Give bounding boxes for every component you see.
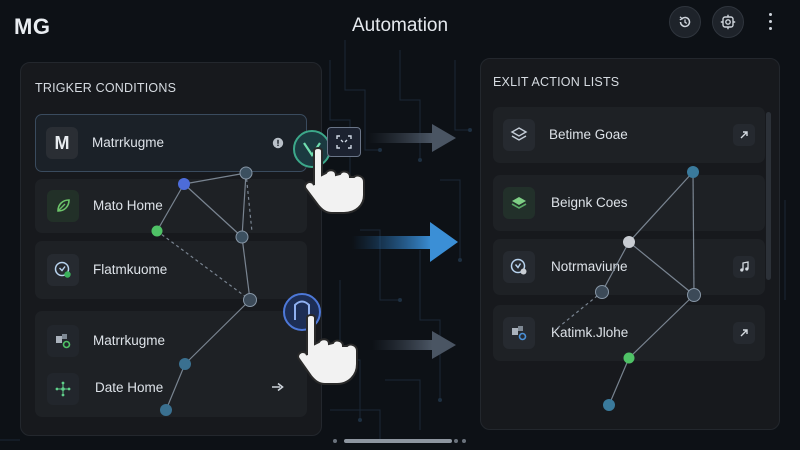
action-item-beignk-coes[interactable]: Beignk Coes xyxy=(493,175,765,231)
device-link-icon xyxy=(47,325,79,357)
m-letter-icon: M xyxy=(46,127,78,159)
hand-cursor-icon xyxy=(297,314,358,385)
trigger-item-label: Flatmkuome xyxy=(93,262,168,277)
hand-cursor-icon xyxy=(304,147,365,214)
trigger-item-flatmkuome[interactable]: Flatmkuome xyxy=(35,241,307,299)
top-bar: MG Automation xyxy=(0,0,800,52)
network-icon xyxy=(47,373,79,405)
action-item-label: Notrmaviune xyxy=(551,259,628,274)
gauge-icon xyxy=(47,254,79,286)
gauge-icon xyxy=(503,251,535,283)
stack-icon xyxy=(503,187,535,219)
trigger-item-label[interactable]: Date Home xyxy=(95,380,164,395)
history-icon xyxy=(679,16,691,28)
action-item-notrmaviune[interactable]: Notrmaviune xyxy=(493,239,765,295)
more-vertical-icon[interactable] xyxy=(760,8,780,34)
page-indicator[interactable] xyxy=(330,438,470,444)
action-item-label: Betime Goae xyxy=(549,127,628,142)
action-item-katimk-jlohe[interactable]: Katimk.Jlohe xyxy=(493,305,765,361)
settings-button[interactable] xyxy=(712,6,744,38)
action-item-label: Beignk Coes xyxy=(551,195,628,210)
device-link-icon xyxy=(503,317,535,349)
action-item-label: Katimk.Jlohe xyxy=(551,325,629,340)
trigger-panel-title: TRIGKER CONDITIONS xyxy=(35,81,177,95)
trigger-item-label: Matrrkugme xyxy=(92,135,165,150)
leaf-icon xyxy=(47,190,79,222)
trigger-item-label: Mato Home xyxy=(93,198,163,213)
share-icon[interactable] xyxy=(733,124,755,146)
expand-badge[interactable] xyxy=(327,127,361,157)
arrow-right-icon[interactable] xyxy=(267,376,289,398)
info-icon[interactable] xyxy=(267,132,289,154)
trigger-item-mato-home[interactable]: Mato Home xyxy=(35,179,307,233)
action-lists-panel: EXLIT ACTION LISTS Betime Goae Beignk Co… xyxy=(480,58,780,430)
history-button[interactable] xyxy=(669,6,701,38)
trigger-item-matrrkugme[interactable]: M Matrrkugme xyxy=(35,114,307,172)
action-panel-title: EXLIT ACTION LISTS xyxy=(493,75,620,89)
layers-icon xyxy=(503,119,535,151)
gear-icon xyxy=(720,14,736,30)
trigger-conditions-panel: TRIGKER CONDITIONS M Matrrkugme Mato Hom… xyxy=(20,62,322,436)
app-logo: MG xyxy=(14,14,51,39)
music-note-icon[interactable] xyxy=(733,256,755,278)
share-icon[interactable] xyxy=(733,322,755,344)
page-title: Automation xyxy=(351,15,449,36)
trigger-item-label[interactable]: Matrrkugme xyxy=(93,333,166,348)
action-list-scrollbar[interactable] xyxy=(766,112,771,280)
action-item-betime-goae[interactable]: Betime Goae xyxy=(493,107,765,163)
trigger-item-group: Matrrkugme Date Home xyxy=(35,311,307,417)
expand-icon xyxy=(336,135,352,149)
